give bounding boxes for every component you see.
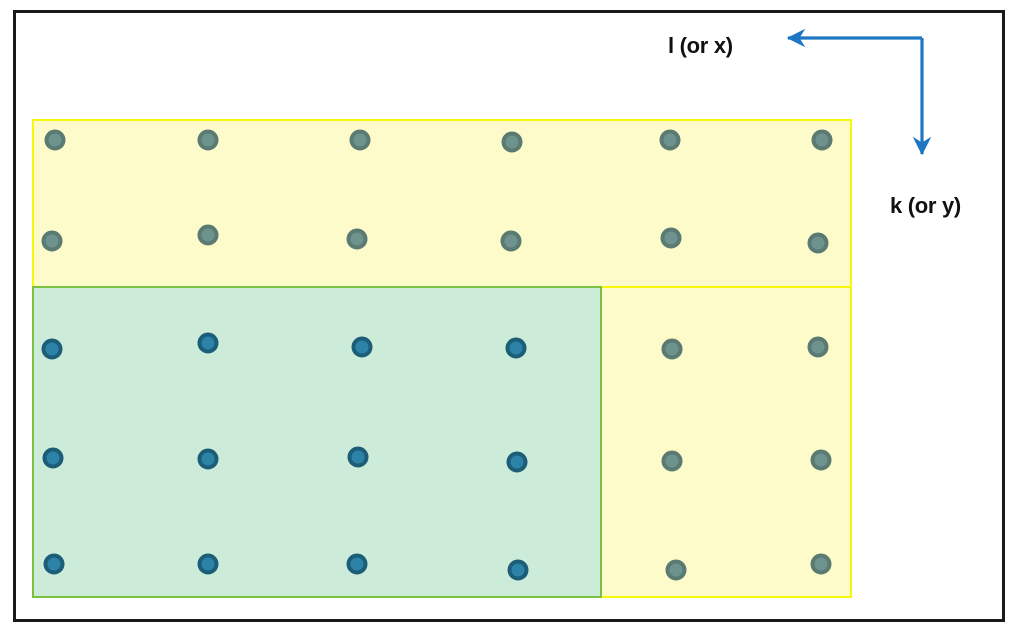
lattice-dot-gray bbox=[44, 129, 66, 151]
lattice-dot-gray bbox=[811, 129, 833, 151]
lattice-dot-gray bbox=[41, 230, 63, 252]
lattice-dot-gray bbox=[349, 129, 371, 151]
lattice-dot-blue bbox=[42, 447, 64, 469]
lattice-dot-gray bbox=[659, 129, 681, 151]
lattice-dot-gray bbox=[661, 450, 683, 472]
lattice-dot-gray bbox=[807, 232, 829, 254]
lattice-dot-blue bbox=[351, 336, 373, 358]
lattice-dot-blue bbox=[197, 448, 219, 470]
lattice-dot-gray bbox=[810, 449, 832, 471]
green-region bbox=[32, 286, 602, 598]
lattice-dot-gray bbox=[807, 336, 829, 358]
lattice-dot-blue bbox=[197, 332, 219, 354]
lattice-dot-gray bbox=[501, 131, 523, 153]
lattice-dot-gray bbox=[661, 338, 683, 360]
lattice-dot-blue bbox=[347, 446, 369, 468]
lattice-dot-blue bbox=[41, 338, 63, 360]
lattice-dot-gray bbox=[810, 553, 832, 575]
lattice-dot-blue bbox=[43, 553, 65, 575]
lattice-dot-gray bbox=[660, 227, 682, 249]
lattice-dot-blue bbox=[346, 553, 368, 575]
lattice-dot-gray bbox=[346, 228, 368, 250]
lattice-dot-blue bbox=[506, 451, 528, 473]
lattice-dot-gray bbox=[197, 129, 219, 151]
yellow-internal-divider bbox=[602, 286, 852, 288]
lattice-dot-gray bbox=[500, 230, 522, 252]
lattice-dot-blue bbox=[507, 559, 529, 581]
lattice-dot-gray bbox=[197, 224, 219, 246]
lattice-dot-blue bbox=[197, 553, 219, 575]
lattice-dot-blue bbox=[505, 337, 527, 359]
lattice-dot-gray bbox=[665, 559, 687, 581]
axis-label-k: k (or y) bbox=[890, 193, 961, 218]
axis-label-l: l (or x) bbox=[668, 33, 733, 58]
